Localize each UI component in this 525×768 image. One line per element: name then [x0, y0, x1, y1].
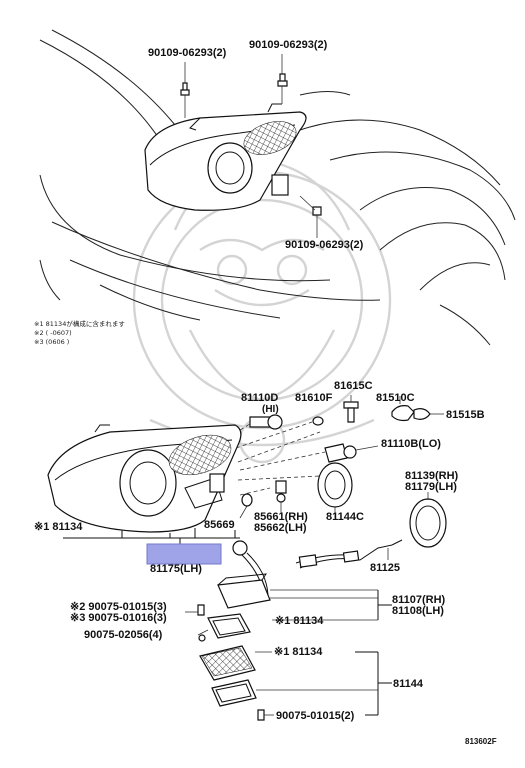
screw-icon: [257, 709, 274, 721]
harness-81125: [295, 539, 403, 569]
bulb-85661: [275, 480, 287, 513]
part-label-81107: 81107(RH): [392, 594, 446, 606]
part-label-81144c: 81144C: [326, 511, 364, 523]
part-label-85662: 85662(LH): [254, 522, 307, 534]
part-label-81510c: 81510C: [376, 392, 415, 404]
note-1: ※1 81134が構成に含まれます: [34, 319, 125, 328]
bolt-icon: [180, 62, 190, 118]
screw-icon: [185, 604, 205, 616]
part-label-81134-mid: ※1 81134: [275, 615, 324, 627]
part-label-81134-main: ※1 81134: [34, 521, 83, 533]
cover-81134: [199, 645, 272, 681]
cover-81144c: [317, 462, 353, 518]
cap-81139: [409, 492, 447, 548]
part-label-85669: 85669: [204, 519, 235, 531]
bulb-81610f: [312, 416, 324, 426]
part-label-90075-01016: ※3 90075-01016(3): [70, 612, 167, 624]
bolt-label: 90109-06293(2): [285, 239, 364, 251]
part-label-85661: 85661(RH): [254, 511, 308, 523]
part-label-81110d-sub: (HI): [262, 404, 279, 415]
part-label-81179: 81179(LH): [405, 481, 457, 493]
top-headlamp-assembly: [144, 103, 307, 211]
socket-81510c: [391, 396, 444, 422]
part-label-81110d: 81110D: [241, 392, 278, 404]
bolt-icon: [277, 54, 288, 104]
bulb-81110b: [239, 443, 379, 471]
bulb-81110d: [239, 414, 283, 431]
part-label-81144: 81144: [393, 678, 424, 690]
gasket-90075-02056: [197, 613, 251, 642]
note-2: ※2 ( -0607): [34, 329, 72, 337]
part-label-81615c: 81615C: [334, 380, 373, 392]
part-label-81125: 81125: [370, 562, 400, 574]
part-label-90075-02056: 90075-02056(4): [84, 629, 163, 641]
part-label-81515b: 81515B: [446, 409, 485, 421]
ring-85669: [239, 493, 253, 519]
part-label-81108: 81108(LH): [392, 605, 444, 617]
part-label-81134-low: ※1 81134: [274, 646, 323, 658]
socket-81615c: [343, 395, 359, 423]
part-label-90075-bottom: 90075-01015(2): [276, 710, 355, 722]
part-label-81175: 81175(LH): [150, 563, 202, 575]
ballast-81107: [217, 573, 379, 621]
part-label-81110b: 81110B(LO): [381, 438, 441, 450]
part-label-90075-01015: ※2 90075-01015(3): [70, 601, 167, 613]
bolt-icon: [299, 195, 322, 238]
bolt-label: 90109-06293(2): [249, 39, 328, 51]
note-3: ※3 (0606 ): [34, 338, 69, 346]
highlight-box[interactable]: [146, 543, 222, 565]
main-headlamp-assembly: [47, 424, 242, 533]
bolt-label: 90109-06293(2): [148, 47, 227, 59]
car-body-outline: [39, 29, 516, 346]
part-label-81139: 81139(RH): [405, 470, 459, 482]
figure-code: 813602F: [465, 737, 497, 746]
bracket-81144: [211, 679, 378, 707]
part-label-81610f: 81610F: [295, 392, 333, 404]
